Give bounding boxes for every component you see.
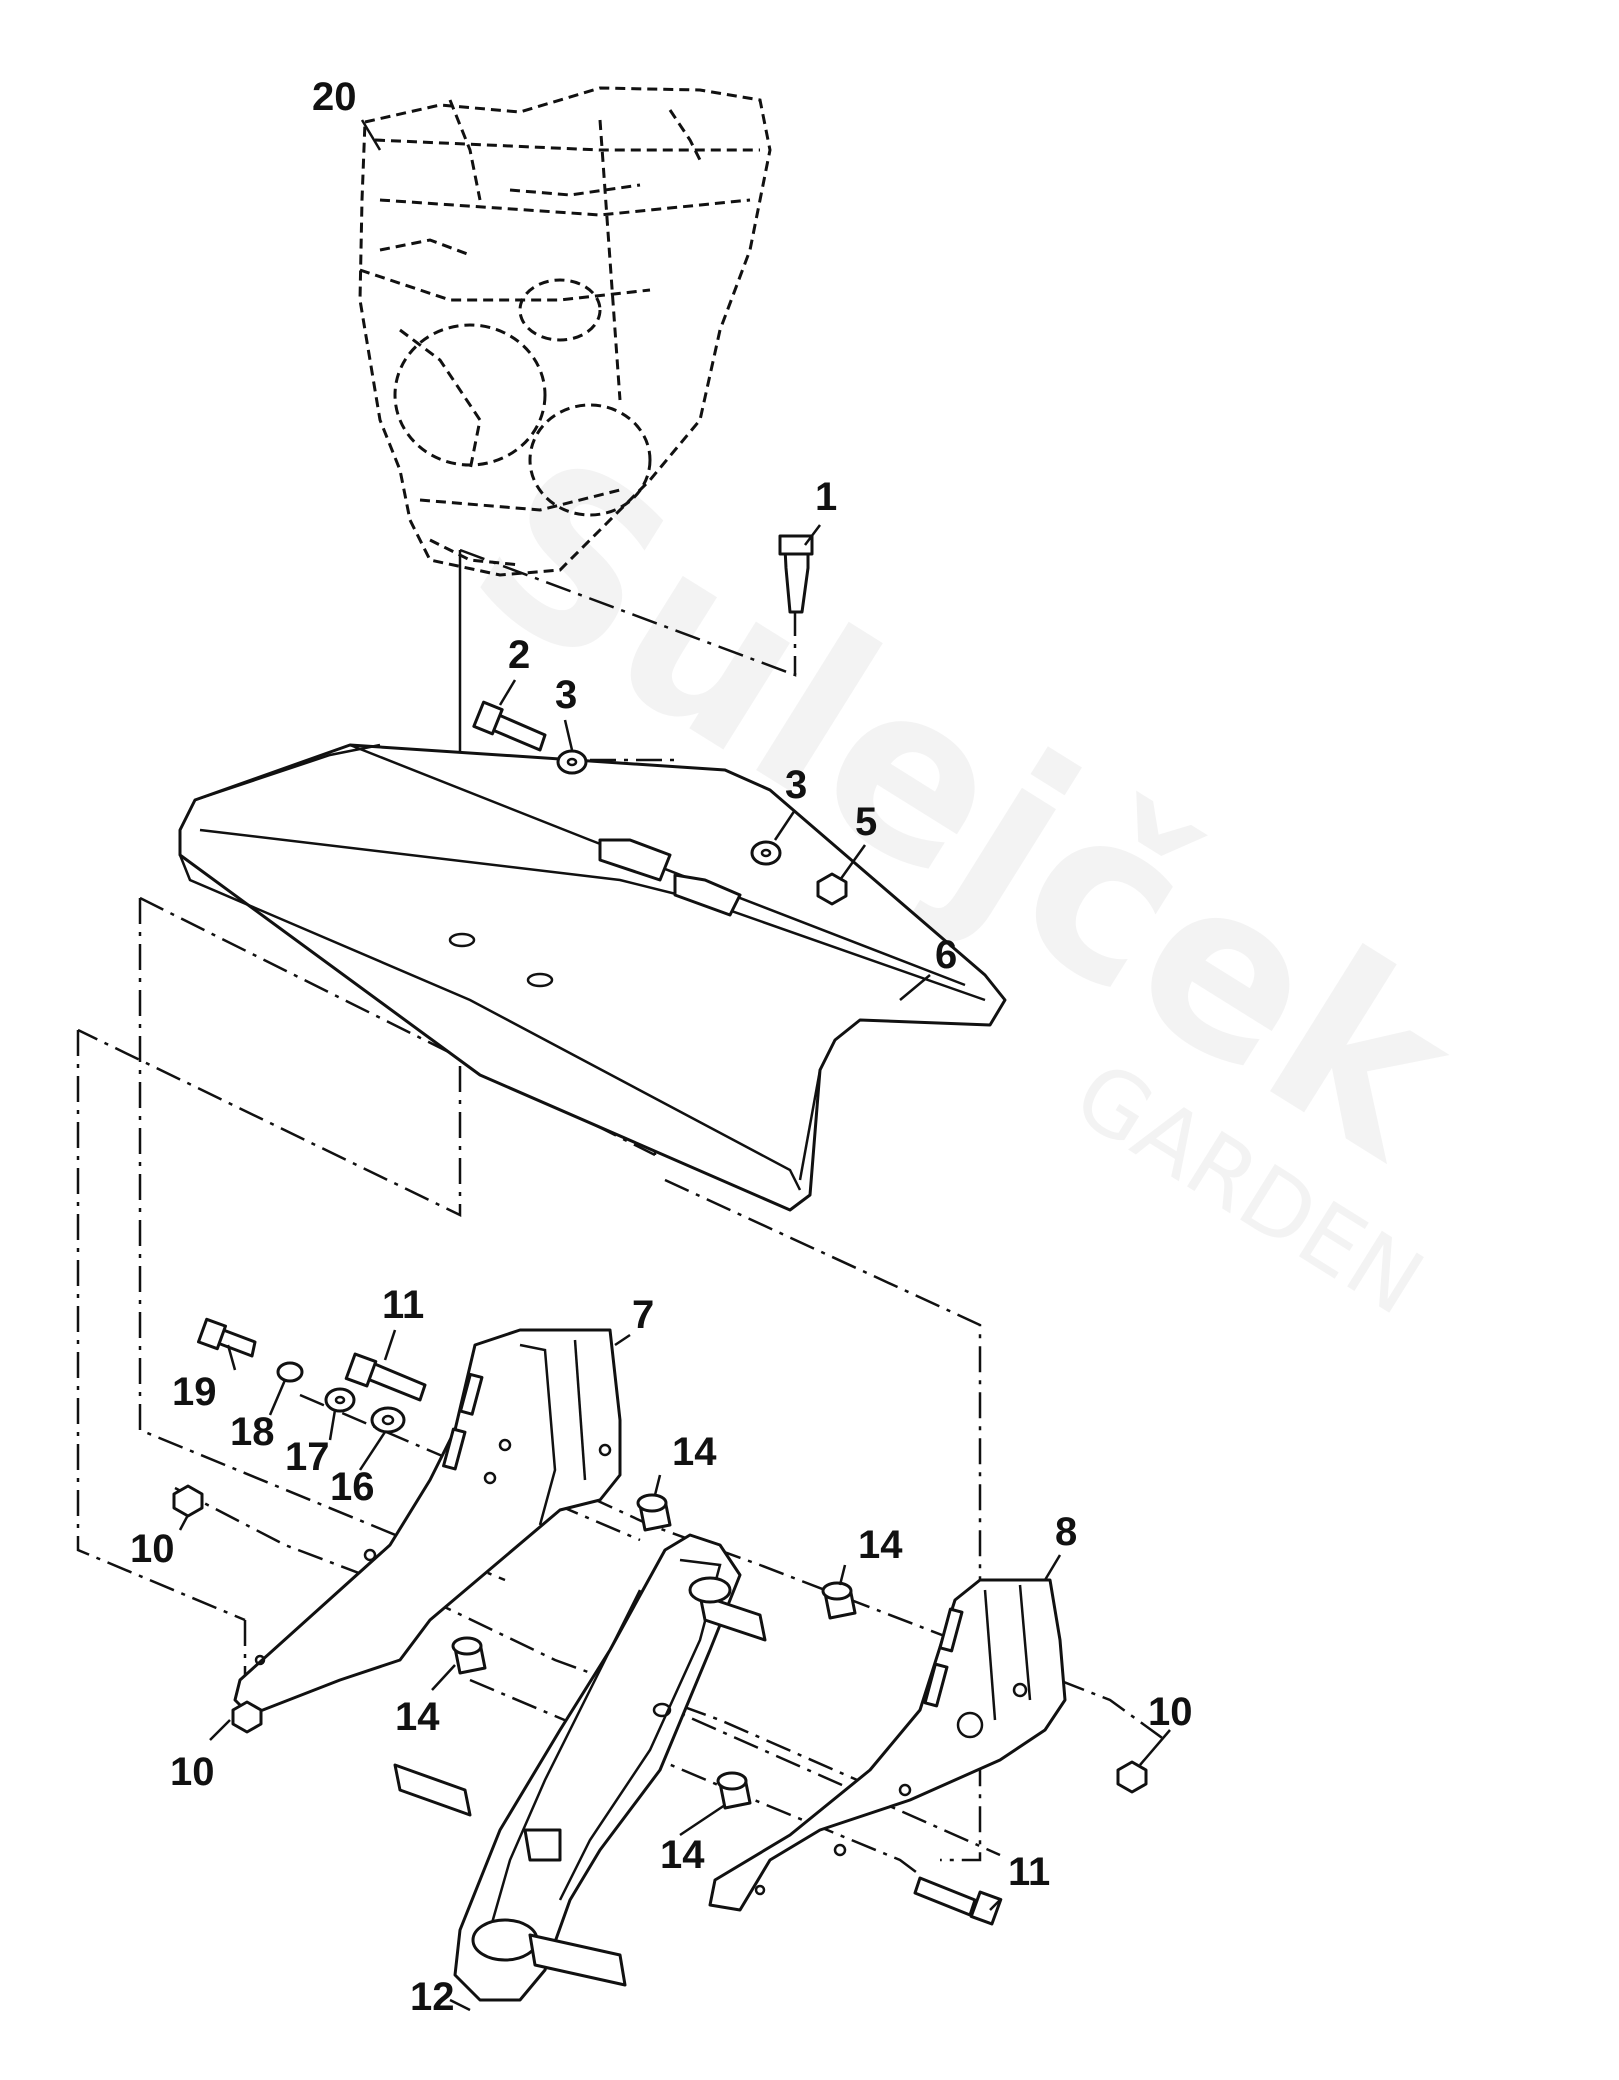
callout-2: 2 — [508, 633, 530, 677]
chain-case — [393, 1533, 767, 2002]
callout-12: 12 — [410, 1975, 455, 2019]
washer-16 — [370, 1406, 406, 1434]
spacer-14-a — [636, 1493, 672, 1532]
callout-1: 1 — [815, 475, 837, 519]
callout-6: 6 — [935, 933, 957, 977]
bolt-1 — [778, 534, 814, 614]
bolt-2 — [472, 700, 547, 752]
spacer-14-c — [451, 1636, 487, 1675]
nut-5 — [816, 872, 848, 906]
right-bracket — [708, 1578, 1067, 1912]
bolt-11-left — [344, 1352, 427, 1402]
callout-19: 19 — [172, 1370, 217, 1414]
callout-5: 5 — [855, 800, 877, 844]
callout-8: 8 — [1055, 1510, 1077, 1554]
callout-14-d: 14 — [660, 1833, 705, 1877]
tine-shield — [178, 743, 1007, 1212]
washer-18 — [276, 1361, 304, 1383]
bolt-19 — [196, 1317, 257, 1358]
callouts: 20 1 2 3 3 5 6 7 11 19 18 17 16 14 8 14 … — [130, 75, 1193, 2019]
callout-11-right: 11 — [1008, 1850, 1050, 1894]
callout-14-a: 14 — [672, 1430, 717, 1474]
callout-14-b: 14 — [858, 1523, 903, 1567]
bolt-11-right — [913, 1876, 1003, 1926]
callout-11-left: 11 — [382, 1283, 424, 1327]
washer-3-left — [556, 749, 588, 775]
callout-10-c: 10 — [1148, 1690, 1193, 1734]
washer-3-right — [750, 840, 782, 866]
nut-10-c — [1116, 1760, 1148, 1794]
engine-phantom — [358, 86, 772, 577]
nut-10-b — [231, 1700, 263, 1734]
callout-18: 18 — [230, 1410, 275, 1454]
left-bracket — [233, 1328, 622, 1717]
nut-10-a — [172, 1484, 204, 1518]
callout-10-a: 10 — [130, 1527, 175, 1571]
callout-20: 20 — [312, 75, 357, 119]
spacer-14-d — [716, 1771, 752, 1810]
callout-3-right: 3 — [785, 763, 807, 807]
leader-lines — [178, 119, 1171, 2012]
callout-14-c: 14 — [395, 1695, 440, 1739]
callout-16: 16 — [330, 1465, 375, 1509]
callout-17: 17 — [285, 1435, 330, 1479]
callout-10-b: 10 — [170, 1750, 215, 1794]
callout-7: 7 — [632, 1293, 654, 1337]
spacer-14-b — [821, 1581, 857, 1620]
callout-3-left: 3 — [555, 673, 577, 717]
washer-17 — [324, 1387, 356, 1413]
